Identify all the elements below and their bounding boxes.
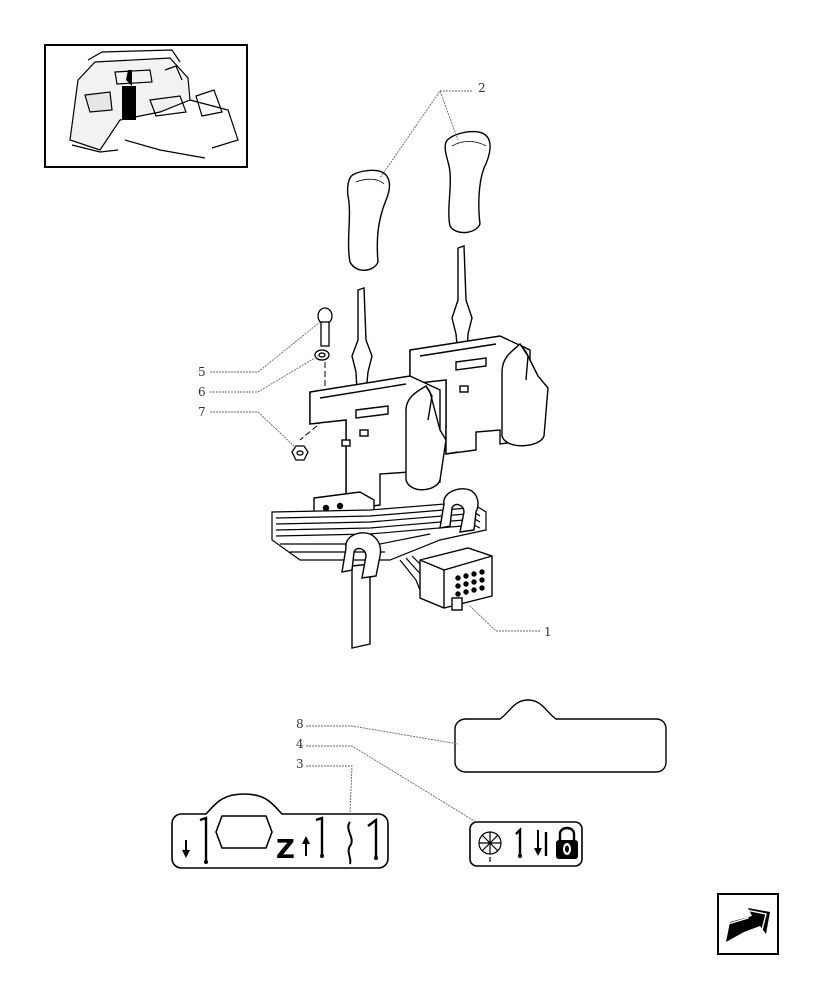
- decal-functions: [469, 821, 583, 867]
- next-page-button[interactable]: [717, 893, 779, 955]
- switch-paddle-right: [501, 342, 549, 447]
- callout-5: 5: [198, 365, 206, 379]
- knob-left: [346, 169, 391, 271]
- callout-labels: 1 2 3 4 5 6 7 8: [198, 81, 552, 771]
- callout-4: 4: [296, 737, 304, 751]
- callout-7: 7: [198, 405, 206, 419]
- snowflake-icon: [478, 831, 502, 862]
- padlock-icon: [556, 826, 578, 859]
- callout-8: 8: [296, 717, 304, 731]
- switch-paddle-left: [405, 385, 447, 491]
- decal-controls: Z: [171, 793, 389, 869]
- leader-lines: [210, 90, 540, 823]
- location-thumbnail: [44, 44, 248, 168]
- decal-letter-z: Z: [276, 835, 295, 865]
- callout-2: 2: [478, 81, 486, 95]
- decal-blank: [454, 699, 667, 773]
- bolt: [317, 307, 333, 347]
- callout-1: 1: [544, 625, 552, 639]
- washer: [314, 349, 330, 361]
- connector-plug: [419, 547, 493, 611]
- callout-6: 6: [198, 385, 206, 399]
- arrow-icon: [726, 908, 770, 942]
- cable-clamps: [341, 488, 479, 579]
- knob-right: [444, 130, 491, 234]
- callout-3: 3: [296, 757, 304, 771]
- nut: [291, 445, 309, 461]
